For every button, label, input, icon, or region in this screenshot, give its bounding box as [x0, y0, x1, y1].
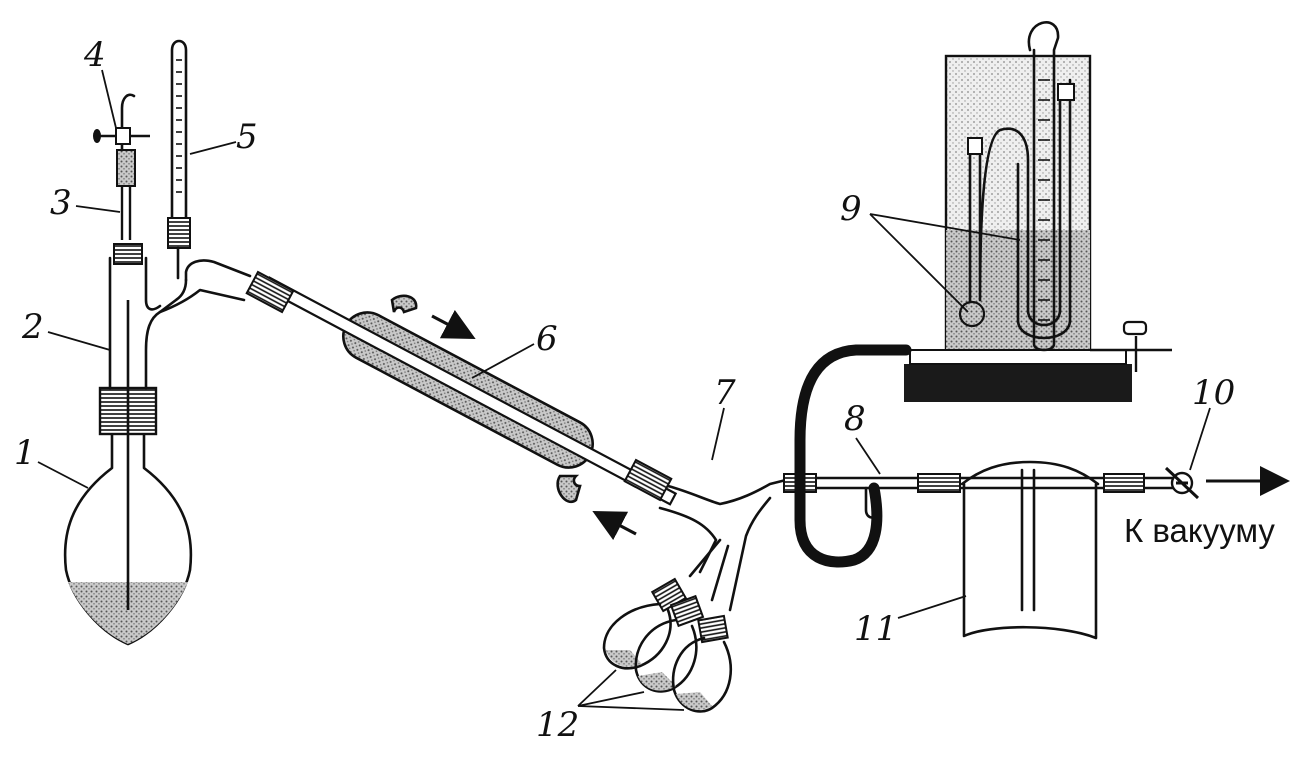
condenser [245, 270, 678, 506]
receiver-flasks [602, 577, 732, 713]
label-3: 3 [50, 183, 72, 223]
label-7: 7 [714, 373, 736, 413]
rubber-hose [794, 344, 912, 568]
receiver-flask-2 [634, 594, 705, 693]
vacuum-caption: К вакууму [1124, 512, 1275, 549]
label-1: 1 [14, 433, 36, 473]
label-5: 5 [236, 117, 258, 157]
manometer [904, 21, 1172, 402]
safety-trap [960, 460, 1100, 640]
label-12: 12 [536, 705, 579, 745]
thermometer-scale [176, 59, 182, 193]
labels: 1 2 3 4 5 6 7 8 9 10 11 12 [14, 35, 1235, 745]
manometer-u-tube [958, 78, 1075, 340]
label-9: 9 [840, 189, 862, 229]
thermometer [167, 39, 191, 280]
manometer-stopcock [1090, 320, 1172, 372]
capillary-tube [116, 93, 136, 240]
vacuum-line [783, 473, 1176, 519]
label-11: 11 [854, 609, 897, 649]
screw-clamp [93, 127, 150, 145]
label-4: 4 [83, 35, 106, 75]
water-flow-arrows [431, 309, 637, 541]
label-2: 2 [21, 307, 44, 347]
manometer-scale-tube [1027, 21, 1060, 352]
vacuum-stopcock [1164, 466, 1200, 500]
receiver-adapter [658, 478, 788, 612]
claisen-adapter [108, 243, 252, 390]
distilling-flask [63, 300, 193, 646]
receiver-flask-1 [602, 577, 688, 670]
label-10: 10 [1192, 373, 1235, 413]
receiver-flask-3 [671, 614, 732, 713]
leader-lines [37, 69, 1211, 711]
label-6: 6 [536, 319, 558, 359]
label-8: 8 [844, 399, 866, 439]
